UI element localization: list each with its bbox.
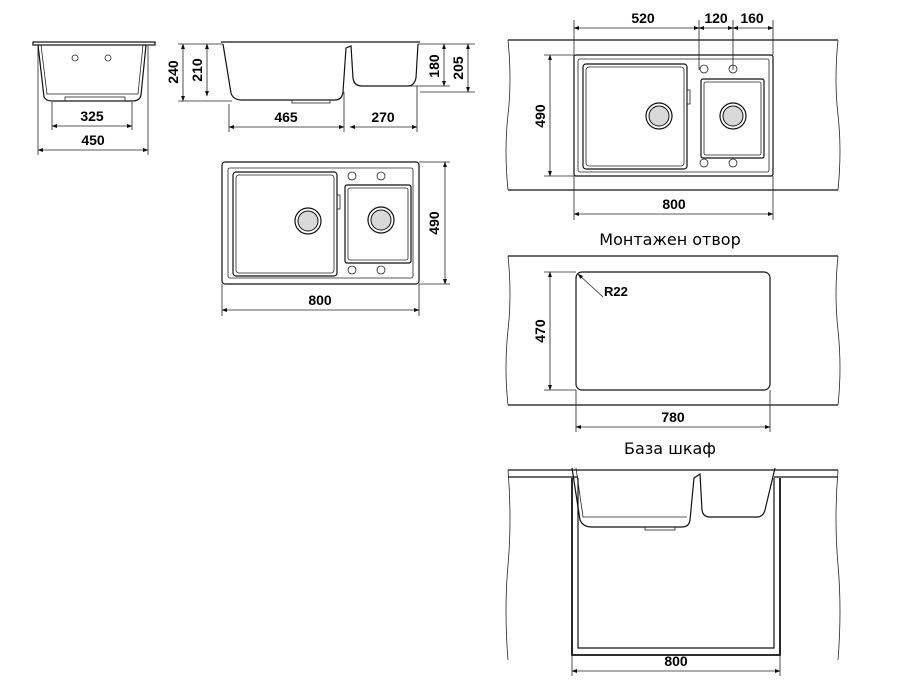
side-view-hole-right bbox=[104, 54, 112, 62]
faucet-hole bbox=[347, 171, 357, 181]
dim-inst-800: 800 bbox=[662, 196, 686, 212]
caption-cutout: Монтажен отвор bbox=[599, 230, 740, 249]
front-view: 240 210 465 270 180 205 bbox=[165, 41, 475, 132]
dim-520: 520 bbox=[631, 10, 655, 26]
cabinet-view: 800 bbox=[505, 467, 841, 676]
side-view-rim bbox=[32, 41, 156, 46]
dim-780: 780 bbox=[661, 409, 685, 425]
front-view-bowls bbox=[222, 43, 419, 101]
dim-205: 205 bbox=[450, 56, 466, 80]
top-view-drain-main bbox=[294, 207, 322, 235]
break-line-right bbox=[835, 39, 841, 191]
top-view-small-bowl bbox=[344, 184, 412, 264]
top-view-drain-small bbox=[367, 206, 395, 234]
dim-450: 450 bbox=[81, 132, 105, 148]
dim-cabinet-800: 800 bbox=[664, 653, 688, 669]
dim-120: 120 bbox=[704, 10, 728, 26]
cutout-radius: R22 bbox=[604, 284, 628, 299]
dim-180: 180 bbox=[426, 54, 442, 78]
side-view-hole-left bbox=[71, 54, 79, 62]
break-line-left bbox=[505, 39, 511, 191]
dim-inst-490: 490 bbox=[532, 104, 548, 128]
dim-270: 270 bbox=[371, 109, 395, 125]
caption-cabinet: База шкаф bbox=[624, 439, 716, 458]
dim-top-800: 800 bbox=[308, 292, 332, 308]
cabinet-box bbox=[571, 478, 781, 656]
dim-160: 160 bbox=[740, 10, 764, 26]
dim-210: 210 bbox=[189, 58, 205, 82]
dim-465: 465 bbox=[274, 109, 298, 125]
installed-sink-outline bbox=[573, 54, 774, 177]
dim-top-490: 490 bbox=[426, 211, 442, 235]
top-view-outline bbox=[221, 161, 420, 285]
side-view: 325 450 bbox=[32, 41, 156, 155]
installed-view: 520 120 160 490 800 bbox=[505, 10, 841, 220]
dim-470: 470 bbox=[532, 319, 548, 343]
top-view-main-bowl bbox=[232, 171, 338, 277]
top-view: 490 800 bbox=[221, 161, 450, 316]
cabinet-sink-section bbox=[571, 467, 776, 528]
cutout-view: R22 470 780 bbox=[505, 255, 841, 432]
side-view-bowl bbox=[37, 44, 147, 102]
cutout-opening bbox=[575, 271, 771, 391]
dim-240: 240 bbox=[165, 60, 181, 84]
dim-325: 325 bbox=[80, 108, 104, 124]
